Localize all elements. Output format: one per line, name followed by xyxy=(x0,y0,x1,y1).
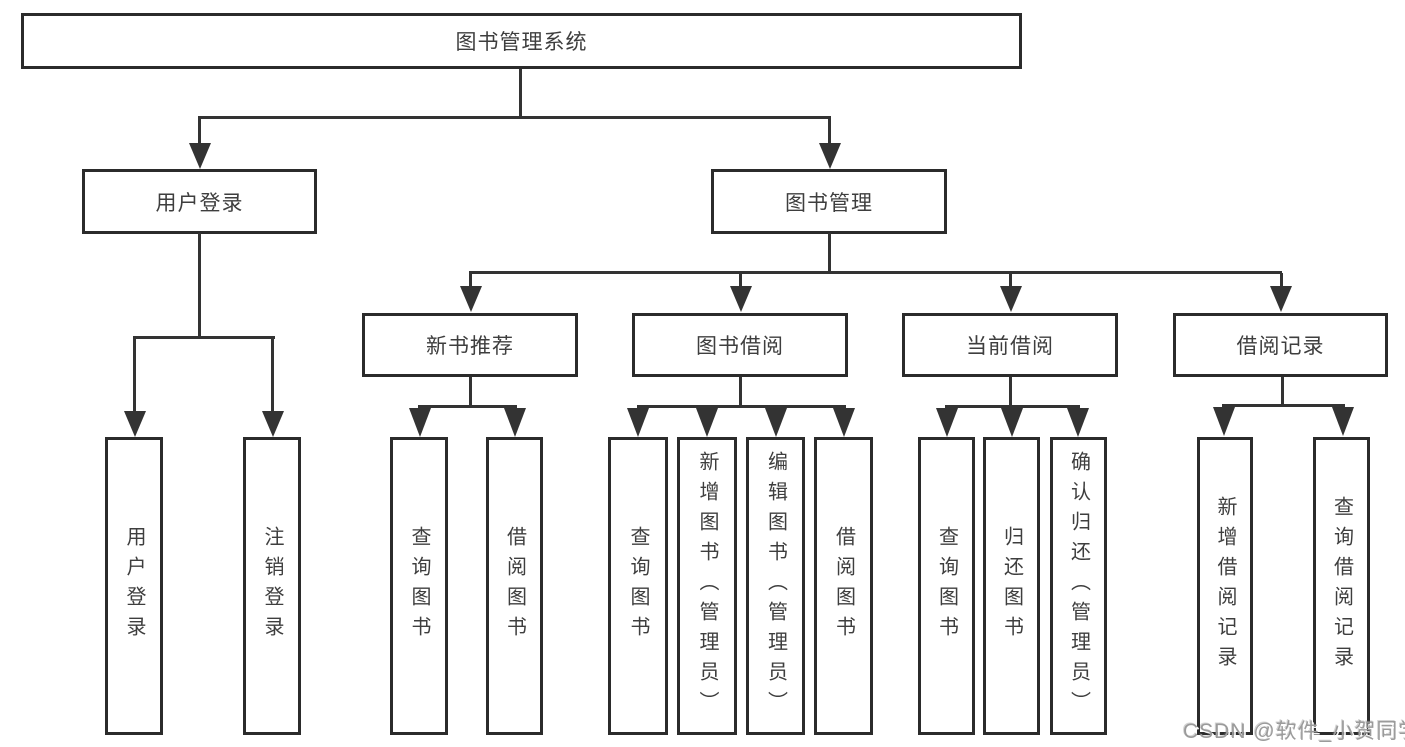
node-return-books-label: 归还图书 xyxy=(1000,526,1023,646)
node-root: 图书管理系统 xyxy=(21,13,1022,69)
arrow-down-icon xyxy=(627,408,649,437)
connector-vline xyxy=(1009,273,1012,287)
node-current-borrow: 当前借阅 xyxy=(902,313,1118,377)
node-logout-leaf: 注销登录 xyxy=(243,437,301,735)
connector-vline xyxy=(469,273,472,287)
node-book-management-label: 图书管理 xyxy=(785,191,873,215)
node-add-books-admin-label: 新增图书（管理员） xyxy=(696,451,718,721)
node-user-login: 用户登录 xyxy=(82,169,317,234)
arrow-down-icon xyxy=(262,411,284,437)
node-book-management: 图书管理 xyxy=(711,169,947,234)
connector-vline xyxy=(198,118,201,144)
node-query-books-current: 查询图书 xyxy=(918,437,975,735)
node-user-login-label: 用户登录 xyxy=(155,191,244,215)
connector-vline xyxy=(828,233,831,273)
node-query-borrow-record: 查询借阅记录 xyxy=(1313,437,1370,735)
node-book-borrow-label: 图书借阅 xyxy=(696,335,784,358)
node-query-books-borrow-label: 查询图书 xyxy=(627,526,649,646)
connector-vline xyxy=(739,273,742,287)
node-add-books-admin: 新增图书（管理员） xyxy=(677,437,737,735)
csdn-watermark: CSDN @软件_小贺同学 xyxy=(1183,720,1405,743)
node-edit-books-admin: 编辑图书（管理员） xyxy=(746,437,805,735)
node-borrow-records: 借阅记录 xyxy=(1173,313,1388,377)
arrow-down-icon xyxy=(730,286,752,312)
arrow-down-icon xyxy=(1332,407,1354,436)
node-borrow-books-recommend-label: 借阅图书 xyxy=(503,526,526,646)
connector-hline xyxy=(418,405,517,408)
node-confirm-return-admin: 确认归还（管理员） xyxy=(1050,437,1107,735)
node-query-borrow-record-label: 查询借阅记录 xyxy=(1330,496,1353,676)
connector-vline xyxy=(739,377,742,408)
connector-hline xyxy=(945,405,1080,408)
node-borrow-records-label: 借阅记录 xyxy=(1236,335,1325,358)
connector-vline xyxy=(133,338,136,412)
node-return-books: 归还图书 xyxy=(983,437,1040,735)
node-new-book-recommend-label: 新书推荐 xyxy=(426,335,514,358)
arrow-down-icon xyxy=(460,286,482,312)
node-confirm-return-admin-label: 确认归还（管理员） xyxy=(1067,451,1090,721)
connector-vline xyxy=(271,338,274,412)
node-query-books-recommend-label: 查询图书 xyxy=(408,526,430,646)
arrow-down-icon xyxy=(124,411,146,437)
node-user-login-leaf: 用户登录 xyxy=(105,437,163,735)
connector-vline xyxy=(828,118,831,144)
arrow-down-icon xyxy=(696,408,718,437)
arrow-down-icon xyxy=(409,408,431,437)
connector-hline xyxy=(133,336,275,339)
arrow-down-icon xyxy=(1270,286,1292,312)
arrow-down-icon xyxy=(936,408,958,437)
arrow-down-icon xyxy=(765,408,787,437)
connector-hline xyxy=(198,116,831,119)
node-borrow-books-leaf-label: 借阅图书 xyxy=(832,526,855,646)
connector-vline xyxy=(1280,273,1283,287)
node-query-books-borrow: 查询图书 xyxy=(608,437,668,735)
arrow-down-icon xyxy=(1067,408,1089,437)
connector-vline xyxy=(469,377,472,408)
node-current-borrow-label: 当前借阅 xyxy=(966,335,1054,358)
connector-hline xyxy=(469,271,1282,274)
node-borrow-books-recommend: 借阅图书 xyxy=(486,437,543,735)
arrow-down-icon xyxy=(819,143,841,169)
connector-vline xyxy=(519,69,522,118)
node-add-borrow-record: 新增借阅记录 xyxy=(1197,437,1253,735)
connector-hline xyxy=(637,405,846,408)
node-query-books-recommend: 查询图书 xyxy=(390,437,448,735)
arrow-down-icon xyxy=(1001,408,1023,437)
connector-vline xyxy=(1009,377,1012,408)
node-book-borrow: 图书借阅 xyxy=(632,313,848,377)
node-query-books-current-label: 查询图书 xyxy=(935,526,958,646)
connector-vline xyxy=(1281,377,1284,407)
node-new-book-recommend: 新书推荐 xyxy=(362,313,578,377)
node-user-login-leaf-label: 用户登录 xyxy=(123,526,145,646)
connector-vline xyxy=(198,233,201,338)
node-edit-books-admin-label: 编辑图书（管理员） xyxy=(764,451,787,721)
arrow-down-icon xyxy=(833,408,855,437)
node-borrow-books-leaf: 借阅图书 xyxy=(814,437,873,735)
node-add-borrow-record-label: 新增借阅记录 xyxy=(1214,496,1236,676)
node-logout-leaf-label: 注销登录 xyxy=(261,526,283,646)
node-root-label: 图书管理系统 xyxy=(455,31,588,54)
arrow-down-icon xyxy=(1000,286,1022,312)
connector-hline xyxy=(1222,404,1345,407)
arrow-down-icon xyxy=(189,143,211,169)
arrow-down-icon xyxy=(504,408,526,437)
arrow-down-icon xyxy=(1213,407,1235,436)
